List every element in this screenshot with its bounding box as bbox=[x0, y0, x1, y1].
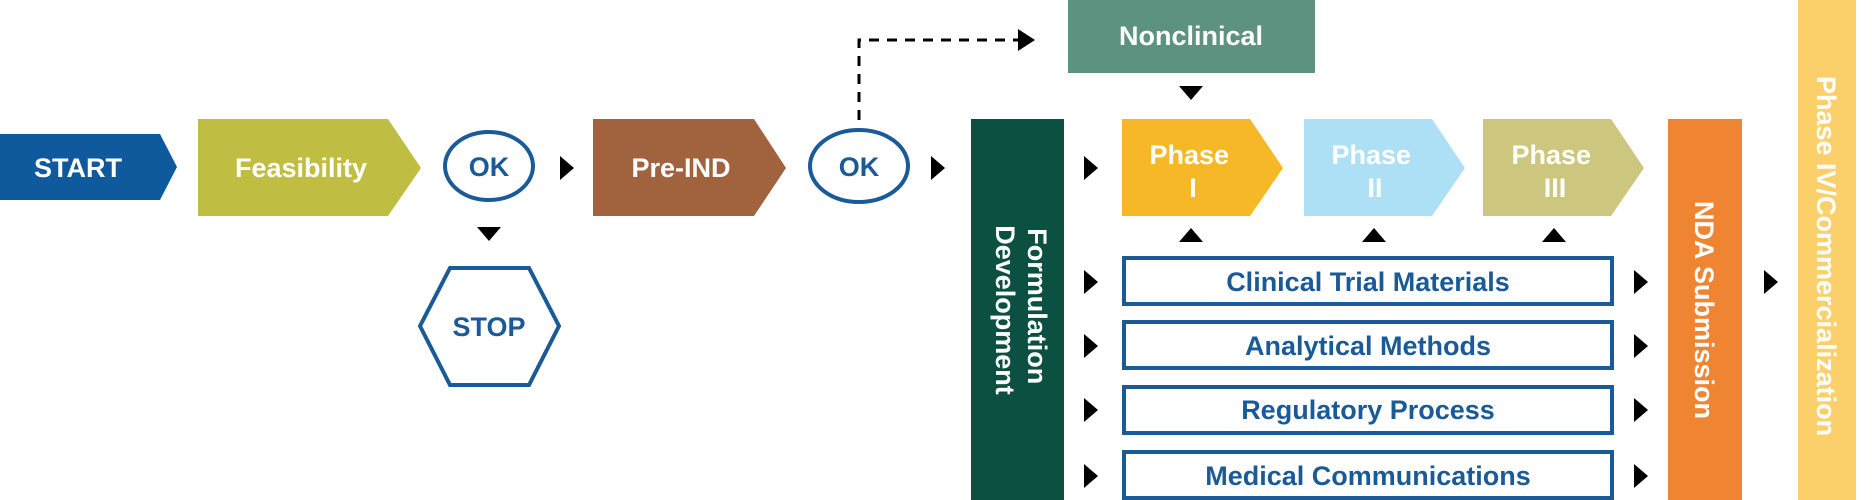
phase-1-node: Phase I bbox=[1122, 119, 1283, 216]
phase-4-box bbox=[1798, 0, 1856, 500]
triangle-arrow-icon bbox=[1634, 270, 1648, 294]
phase-1-shape bbox=[1122, 119, 1283, 216]
phase-3-shape bbox=[1483, 119, 1644, 216]
stop-label: STOP bbox=[452, 312, 525, 342]
triangle-arrow-icon bbox=[1084, 270, 1098, 294]
phase-3-label-line2: III bbox=[1544, 173, 1567, 203]
triangle-arrow-icon bbox=[931, 156, 945, 180]
triangle-arrow-icon bbox=[1634, 334, 1648, 358]
ok-ellipse-2 bbox=[808, 128, 910, 204]
svg-text:Phase III: Phase III bbox=[1511, 140, 1598, 203]
ok-label-2: OK bbox=[839, 152, 880, 182]
feasibility-shape bbox=[198, 119, 421, 216]
pre-ind-shape bbox=[593, 119, 786, 216]
svg-text:Phase II: Phase II bbox=[1331, 140, 1418, 203]
support-row-medical-communications: Medical Communications bbox=[1084, 450, 1648, 500]
phase-4-commercialization-node: Phase IV/Commercialization bbox=[1798, 0, 1856, 500]
nonclinical-box bbox=[1068, 0, 1315, 73]
triangle-arrow-icon bbox=[1084, 398, 1098, 422]
triangle-arrow-icon bbox=[1634, 464, 1648, 488]
triangle-arrow-icon bbox=[1542, 228, 1566, 242]
triangle-arrow-icon bbox=[1084, 334, 1098, 358]
phase-1-label-line1: Phase bbox=[1149, 140, 1229, 170]
formulation-label-line2: Development bbox=[990, 225, 1020, 395]
formulation-development-node: Formulation Development bbox=[971, 119, 1064, 500]
start-label: START bbox=[34, 153, 122, 183]
analytical-methods-label: Analytical Methods bbox=[1245, 331, 1491, 361]
phase-2-label-line2: II bbox=[1367, 173, 1382, 203]
triangle-arrow-icon bbox=[1018, 29, 1035, 51]
stop-node: STOP bbox=[417, 266, 562, 387]
triangle-arrow-icon bbox=[1179, 228, 1203, 242]
ok-decision-1: OK bbox=[443, 130, 535, 202]
nda-label: NDA Submission bbox=[1689, 201, 1719, 419]
formulation-label-line1: Formulation bbox=[1022, 228, 1052, 384]
triangle-arrow-icon bbox=[1362, 228, 1386, 242]
triangle-arrow-icon bbox=[1634, 398, 1648, 422]
phase-4-label: Phase IV/Commercialization bbox=[1811, 76, 1841, 436]
triangle-arrow-icon bbox=[1084, 464, 1098, 488]
triangle-arrow-icon bbox=[477, 227, 501, 241]
support-row-clinical-trial-materials: Clinical Trial Materials bbox=[1084, 256, 1648, 306]
phase-2-shape bbox=[1304, 119, 1465, 216]
clinical-trial-materials-label: Clinical Trial Materials bbox=[1226, 267, 1510, 297]
feasibility-label: Feasibility bbox=[235, 153, 367, 183]
dashed-arrow-connector bbox=[857, 38, 1018, 120]
phase-2-label-line1: Phase bbox=[1331, 140, 1411, 170]
stop-hexagon bbox=[417, 266, 562, 387]
nonclinical-node: Nonclinical bbox=[1068, 0, 1315, 73]
pre-ind-label: Pre-IND bbox=[631, 153, 730, 183]
phase-1-label-line2: I bbox=[1189, 173, 1197, 203]
triangle-arrow-icon bbox=[1764, 270, 1778, 294]
ok-ellipse-1 bbox=[443, 130, 535, 202]
feasibility-node: Feasibility bbox=[198, 119, 421, 216]
analytical-methods-box bbox=[1122, 320, 1614, 370]
support-row-regulatory-process: Regulatory Process bbox=[1084, 385, 1648, 435]
triangle-arrow-icon bbox=[1179, 86, 1203, 100]
start-shape bbox=[0, 134, 177, 200]
ok-label-1: OK bbox=[469, 152, 510, 182]
nda-box bbox=[1668, 119, 1742, 500]
ok-decision-2: OK bbox=[808, 128, 910, 204]
phase-3-node: Phase III bbox=[1483, 119, 1644, 216]
pre-ind-node: Pre-IND bbox=[593, 119, 786, 216]
nda-submission-node: NDA Submission bbox=[1668, 119, 1742, 500]
nonclinical-label: Nonclinical bbox=[1119, 21, 1263, 51]
regulatory-process-label: Regulatory Process bbox=[1241, 395, 1495, 425]
start-node: START bbox=[0, 134, 177, 200]
svg-text:Phase I: Phase I bbox=[1149, 140, 1236, 203]
phase-2-node: Phase II bbox=[1304, 119, 1465, 216]
medical-communications-box bbox=[1122, 450, 1614, 500]
medical-communications-label: Medical Communications bbox=[1205, 461, 1531, 491]
triangle-arrow-icon bbox=[1084, 156, 1098, 180]
svg-text:Formulation Development: Formulation Development bbox=[990, 225, 1052, 395]
triangle-arrow-icon bbox=[560, 156, 574, 180]
phase-3-label-line1: Phase bbox=[1511, 140, 1591, 170]
support-row-analytical-methods: Analytical Methods bbox=[1084, 320, 1648, 370]
clinical-trial-materials-box bbox=[1122, 256, 1614, 306]
formulation-box bbox=[971, 119, 1064, 500]
regulatory-process-box bbox=[1122, 385, 1614, 435]
